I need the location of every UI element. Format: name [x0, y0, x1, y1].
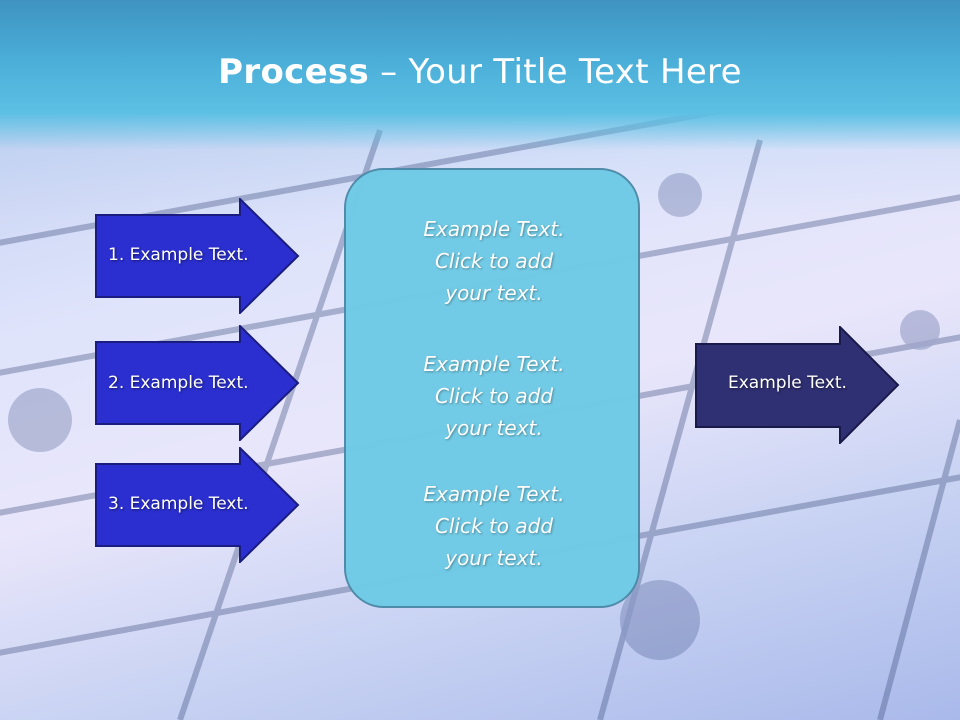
- center-text-line: your text.: [445, 281, 543, 305]
- title-bold: Process: [218, 52, 370, 92]
- title-rest: – Your Title Text Here: [369, 52, 742, 92]
- result-arrow-label: Example Text.: [728, 373, 847, 393]
- process-step-3-label: 3. Example Text.: [108, 494, 249, 514]
- result-arrow[interactable]: Example Text.: [695, 326, 900, 444]
- center-text-block-1: Example Text. Click to add your text.: [346, 213, 642, 309]
- header-band: [0, 0, 960, 150]
- center-text-block-3: Example Text. Click to add your text.: [346, 478, 642, 574]
- center-text-line: Example Text.: [423, 352, 565, 376]
- arrow-shape: [95, 447, 300, 563]
- process-step-1-label: 1. Example Text.: [108, 245, 249, 265]
- center-text-line: your text.: [445, 546, 543, 570]
- slide-title: Process – Your Title Text Here: [0, 52, 960, 92]
- center-text-line: Example Text.: [423, 482, 565, 506]
- arrow-shape: [695, 326, 900, 444]
- center-content-box[interactable]: Example Text. Click to add your text. Ex…: [344, 168, 640, 608]
- process-step-1-arrow[interactable]: 1. Example Text.: [95, 198, 300, 314]
- arrow-shape: [95, 325, 300, 441]
- center-text-line: Click to add: [434, 249, 554, 273]
- center-text-line: your text.: [445, 416, 543, 440]
- center-text-line: Example Text.: [423, 217, 565, 241]
- process-step-2-arrow[interactable]: 2. Example Text.: [95, 325, 300, 441]
- center-text-line: Click to add: [434, 514, 554, 538]
- center-text-block-2: Example Text. Click to add your text.: [346, 348, 642, 444]
- process-step-3-arrow[interactable]: 3. Example Text.: [95, 447, 300, 563]
- center-text-line: Click to add: [434, 384, 554, 408]
- arrow-shape: [95, 198, 300, 314]
- process-step-2-label: 2. Example Text.: [108, 373, 249, 393]
